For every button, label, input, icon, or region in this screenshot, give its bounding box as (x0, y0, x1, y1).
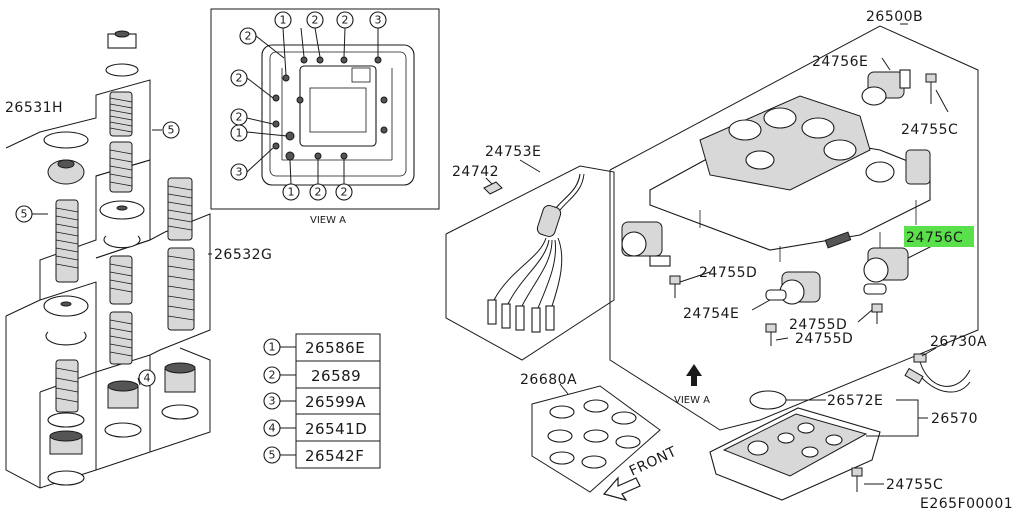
legend-row-4: 4 26541D (263, 419, 367, 438)
control-module (709, 390, 928, 501)
legend-row-5: 5 26542F (263, 446, 364, 465)
callout-number: 3 (375, 14, 382, 27)
part-label-24753E[interactable]: 24753E (485, 144, 541, 160)
bottom-plugs (47, 359, 199, 486)
part-label-24756C[interactable]: 24756C (906, 230, 963, 246)
inset-callout-2-left-a: 2 (239, 27, 257, 45)
plunger-top (105, 30, 139, 77)
legend-part-26589[interactable]: 26589 (311, 367, 361, 385)
part-label-26572E[interactable]: 26572E (827, 393, 883, 409)
callout-number: 2 (236, 72, 243, 85)
ground-wire (904, 347, 971, 393)
spring-column-c (99, 200, 145, 365)
callout-number: 2 (236, 111, 243, 124)
view-a-inset (210, 8, 440, 210)
legend-row-2: 2 26589 (263, 366, 361, 385)
control-valve-assembly (609, 23, 979, 431)
legend-part-26542F[interactable]: 26542F (305, 447, 364, 465)
callout-number: 5 (21, 208, 28, 221)
part-label-24755D-b[interactable]: 24755D (789, 317, 847, 333)
inset-callout-1-top: 1 (274, 11, 292, 29)
legend-number: 4 (269, 422, 276, 435)
view-a-arrow-caption: VIEW A (674, 395, 710, 406)
view-a-arrow (686, 364, 702, 386)
highlight-24756C (904, 226, 974, 247)
spring-column-b (43, 131, 89, 346)
legend-part-26599A[interactable]: 26599A (305, 393, 366, 411)
legend-part-26541D[interactable]: 26541D (305, 420, 367, 438)
callout-number: 2 (312, 14, 319, 27)
callout-number: 1 (280, 14, 287, 27)
legend-part-26586E[interactable]: 26586E (305, 339, 365, 357)
part-label-24754E[interactable]: 24754E (683, 306, 739, 322)
inset-callout-3-top: 3 (369, 11, 387, 29)
seal-set (531, 383, 661, 493)
front-label: FRONT (627, 444, 679, 480)
part-label-24755C-bottom[interactable]: 24755C (886, 477, 943, 493)
legend-number: 2 (269, 369, 276, 382)
legend-number: 5 (269, 449, 276, 462)
callout-number: 5 (168, 124, 175, 137)
callout-number: 4 (144, 372, 151, 385)
inset-callout-2-bottom-a: 2 (309, 183, 327, 201)
part-label-26570[interactable]: 26570 (931, 411, 978, 427)
wiring-harness (445, 159, 615, 361)
callout-number: 2 (315, 186, 322, 199)
view-a-caption: VIEW A (310, 215, 346, 226)
part-label-26680A[interactable]: 26680A (520, 372, 577, 388)
spring-column-d (167, 177, 195, 331)
callout-number: 1 (288, 186, 295, 199)
spring-column-a (109, 91, 133, 193)
inset-callout-2-top-a: 2 (306, 11, 324, 29)
part-label-24742[interactable]: 24742 (452, 164, 499, 180)
callout-4: 4 (138, 369, 156, 387)
callout-number: 3 (236, 166, 243, 179)
callout-number: 1 (236, 127, 243, 140)
part-label-26532G[interactable]: 26532G (214, 247, 272, 263)
part-label-26730A[interactable]: 26730A (930, 334, 987, 350)
legend-row-1: 1 26586E (263, 338, 365, 357)
callout-number: 2 (341, 186, 348, 199)
valve-spring-assembly (5, 30, 212, 489)
callout-number: 2 (245, 30, 252, 43)
legend-number: 3 (269, 395, 276, 408)
part-label-24755D-c[interactable]: 24755D (795, 331, 853, 347)
callout-5-middle: 5 (162, 121, 180, 139)
part-label-24756E[interactable]: 24756E (812, 54, 868, 70)
diagram-code: E265F00001 (920, 496, 1013, 512)
inset-callout-1-left: 1 (230, 124, 248, 142)
inset-callout-1-bottom: 1 (282, 183, 300, 201)
part-label-26531H[interactable]: 26531H (5, 100, 63, 116)
callout-number: 2 (342, 14, 349, 27)
inset-callout-3-left: 3 (230, 163, 248, 181)
front-arrow (602, 476, 641, 502)
part-label-24755C-top[interactable]: 24755C (901, 122, 958, 138)
callout-5-left: 5 (15, 205, 33, 223)
inset-callout-2-top-b: 2 (336, 11, 354, 29)
part-label-24755D-a[interactable]: 24755D (699, 265, 757, 281)
legend-number: 1 (269, 341, 276, 354)
legend (280, 333, 381, 469)
inset-callout-2-left-c: 2 (230, 108, 248, 126)
part-label-26500B[interactable]: 26500B (866, 9, 923, 25)
inset-callout-2-bottom-b: 2 (335, 183, 353, 201)
legend-row-3: 3 26599A (263, 392, 366, 411)
inset-callout-2-left-b: 2 (230, 69, 248, 87)
